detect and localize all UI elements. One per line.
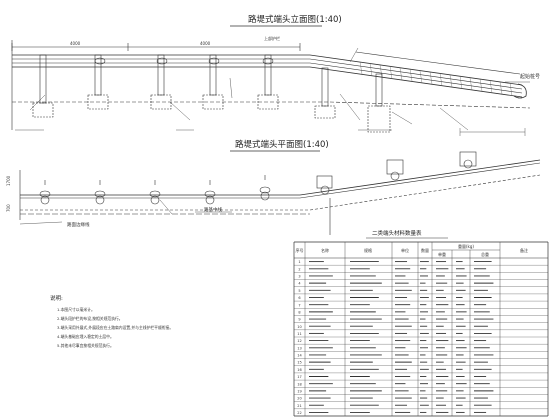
- table-row-index: 21: [297, 404, 301, 408]
- callout-leaders: [29, 47, 469, 131]
- note-line: 2.端头段护栏的布设,按相关规范执行。: [57, 316, 123, 321]
- table-row-index: 22: [297, 411, 301, 415]
- table-header-cell: 序号: [296, 247, 304, 253]
- table-row-index: 20: [297, 397, 301, 401]
- note-line: 5.其他未尽事宜按相关规范执行。: [57, 343, 114, 348]
- table-row-index: 16: [297, 368, 301, 372]
- elevation-view: 路堤式端头立面图(1:40) 4000 4000 上部护栏: [11, 14, 540, 136]
- table-row-index: 2: [298, 267, 300, 271]
- table-row-index: 9: [298, 318, 300, 322]
- table-row-index: 5: [298, 289, 300, 293]
- table-row-index: 7: [298, 303, 300, 307]
- svg-text:起始桩号: 起始桩号: [520, 73, 540, 80]
- ground-line-elevation: [11, 40, 531, 130]
- guardrail-beam-elevation: [12, 51, 527, 99]
- notes-block: 说明: 1.本图尺寸以毫米计。 2.端头段护栏的布设,按相关规范执行。 3.端头…: [50, 294, 173, 348]
- road-edge-lines-plan: [19, 170, 541, 235]
- table-row-index: 17: [297, 375, 301, 379]
- table-row-index: 3: [298, 275, 300, 279]
- table-row-index: 4: [298, 282, 301, 286]
- table-row-index: 19: [297, 389, 301, 393]
- plan-title: 路堤式端头平面图(1:40): [235, 139, 329, 150]
- table-row-index: 13: [297, 346, 301, 350]
- svg-text:1700: 1700: [6, 175, 11, 186]
- table-row-index: 18: [297, 382, 301, 386]
- table-row-index: 14: [297, 354, 302, 358]
- svg-text:路基中线: 路基中线: [204, 206, 222, 213]
- guardrail-posts-plan: [39, 151, 477, 205]
- table-header-cell: 规格: [364, 247, 372, 253]
- table-row-index: 15: [297, 361, 301, 365]
- svg-text:4000: 4000: [70, 41, 81, 46]
- table-row-index: 8: [298, 310, 300, 314]
- table-header-cell: 单位: [401, 247, 409, 253]
- table-row-index: 12: [297, 339, 301, 343]
- notes-title: 说明:: [50, 294, 63, 302]
- note-line: 1.本图尺寸以毫米计。: [57, 307, 95, 312]
- table-row-index: 10: [297, 325, 301, 329]
- table-header-cell: 单重: [438, 251, 446, 257]
- table-row-index: 1: [298, 260, 300, 264]
- table-row-index: 11: [297, 332, 301, 336]
- svg-text:上部护栏: 上部护栏: [264, 35, 280, 41]
- table-title: 二类端头材料数量表: [372, 229, 422, 237]
- table-header-cell: 数量: [421, 247, 429, 253]
- table-row-index: 6: [298, 296, 300, 300]
- materials-table: 二类端头材料数量表 序号名称规格单位数量重量(kg)单重总重备注12345678…: [293, 229, 549, 417]
- guardrail-plan: [20, 159, 541, 199]
- table-header-cell: 总重: [481, 251, 489, 257]
- note-line: 4.端头基础应埋入稳定的土层中。: [57, 334, 114, 339]
- note-line: 3.端头采用外展式,外展段应在土路肩内设置,并与主线护栏平顺衔接。: [57, 325, 173, 330]
- table-header-cell: 名称: [321, 247, 329, 253]
- table-grid: 序号名称规格单位数量重量(kg)单重总重备注123456789101112131…: [293, 241, 549, 417]
- table-header-cell: 重量(kg): [458, 243, 474, 249]
- svg-text:4000: 4000: [200, 41, 211, 46]
- svg-text:路面边缘线: 路面边缘线: [67, 221, 90, 228]
- plan-view: 路堤式端头平面图(1:40): [6, 139, 541, 235]
- elevation-title: 路堤式端头立面图(1:40): [248, 14, 342, 25]
- table-header-cell: 备注: [520, 247, 528, 253]
- svg-text:700: 700: [6, 204, 11, 212]
